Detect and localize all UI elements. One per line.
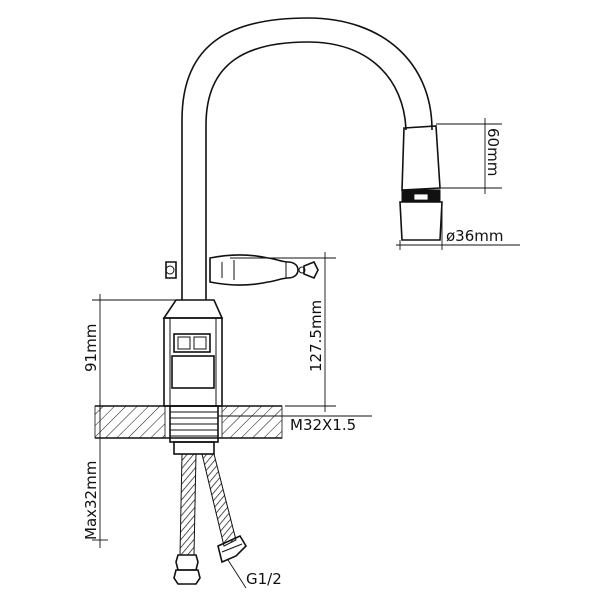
- hose-thread-label: G1/2: [246, 570, 282, 588]
- body-height-label: 91mm: [82, 324, 100, 372]
- threaded-shank: [169, 405, 219, 455]
- lever-handle: [165, 254, 319, 286]
- valve-body: [162, 299, 224, 407]
- countertop: [94, 405, 283, 439]
- max-thickness-label: Max32mm: [82, 461, 100, 540]
- dimension-lines: [92, 118, 520, 589]
- nozzle-diameter-label: ø36mm: [446, 227, 504, 245]
- nozzle-height-label: 60mm: [484, 128, 502, 176]
- spout-height-label: 127.5mm: [307, 300, 325, 372]
- gooseneck-spout: [181, 17, 433, 300]
- thread-size-label: M32X1.5: [290, 416, 356, 434]
- supply-hoses: [173, 453, 248, 585]
- spray-nozzle: [399, 125, 443, 241]
